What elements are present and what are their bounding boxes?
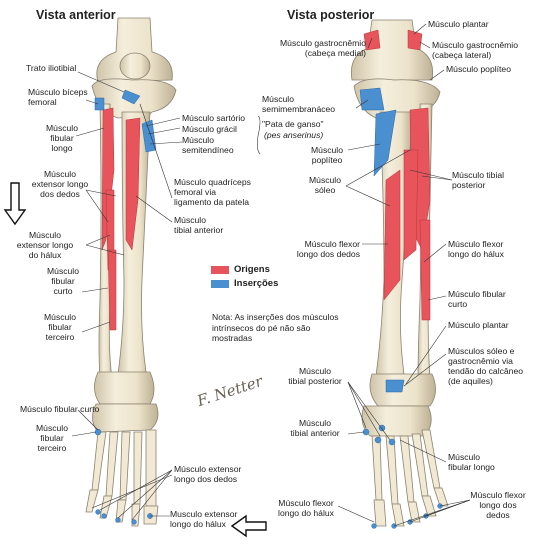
label-quadriceps-femoral: Músculo quadríceps femoral via ligamento… xyxy=(174,177,251,207)
label-semimembranaceo: Músculo semimembranáceo xyxy=(262,94,336,114)
leader-lines xyxy=(71,23,471,527)
label-gracil: Músculo grácil xyxy=(182,124,237,134)
label-extensor-longo-dedos: Músculo extensor longo dos dedos xyxy=(31,169,89,199)
legend-insertions-label: Inserções xyxy=(234,278,279,289)
label-tibial-posterior-foot: Músculo tibial posterior xyxy=(288,366,342,386)
label-fibular-curto-foot: Músculo fibular curto xyxy=(20,404,100,414)
posterior-insertions xyxy=(359,87,443,529)
legend-origins-label: Origens xyxy=(234,264,270,275)
label-popliteo: Músculo poplíteo xyxy=(311,145,343,165)
label-flexor-longo-dedos-foot: Músculo flexor longo dos dedos xyxy=(470,490,526,520)
label-fibular-longo: Músculo fibular longo xyxy=(448,452,495,472)
label-flexor-longo-dedos: Músculo flexor longo dos dedos xyxy=(296,239,360,259)
anterior-insertions xyxy=(94,89,157,525)
label-popliteo-top: Músculo poplíteo xyxy=(446,64,511,74)
label-semitendineo: Músculo semitendíneo xyxy=(182,135,234,155)
label-biceps-femoral: Músculo bíceps femoral xyxy=(28,87,88,107)
label-extensor-longo-dedos-foot: Músculo extensor longo dos dedos xyxy=(174,464,242,484)
label-soleo-gastrocnemio: Músculos sóleo e gastrocnêmio via tendão… xyxy=(448,346,524,386)
label-extensor-longo-halux: Músculo extensor longo do hálux xyxy=(16,230,74,260)
label-sartorio: Músculo sartório xyxy=(182,113,246,123)
label-fibular-terceiro-foot: Músculo fibular terceiro xyxy=(36,423,68,453)
pointer-arrow-down xyxy=(3,182,27,226)
anterior-view-title: Vista anterior xyxy=(36,8,116,22)
label-plantar-2: Músculo plantar xyxy=(448,320,509,330)
label-extensor-longo-halux-foot: Musculo extensor longo do hálux xyxy=(170,509,238,529)
label-fibular-longo: Músculo fibular longo xyxy=(46,123,78,153)
label-pes-anserinus: (pes anserinus) xyxy=(264,130,324,140)
label-fibular-terceiro: Músculo fibular terceiro xyxy=(44,312,76,342)
label-plantar: Músculo plantar xyxy=(428,19,489,29)
label-flexor-longo-halux: Músculo flexor longo do hálux xyxy=(448,239,504,259)
label-gastrocnemio-lateral: Músculo gastrocnêmio (cabeça lateral) xyxy=(432,40,518,60)
label-pata-de-ganso: "Pata de ganso" xyxy=(262,119,324,129)
pointer-arrow-left xyxy=(230,514,267,538)
label-fibular-curto: Músculo fibular curto xyxy=(47,266,79,296)
note-text: Nota: As inserções dos músculos intrínse… xyxy=(212,312,339,343)
label-flexor-longo-halux-foot: Músculo flexor longo do hálux xyxy=(278,498,334,518)
label-tibial-anterior-foot: Músculo tibial anterior xyxy=(290,418,340,438)
label-trato-iliotibial: Trato iliotibial xyxy=(26,63,77,73)
label-tibial-posterior: Músculo tibial posterior xyxy=(452,170,505,190)
legend-insertions-swatch xyxy=(211,280,229,288)
posterior-origins xyxy=(363,29,431,321)
label-tibial-anterior: Músculo tibial anterior xyxy=(174,215,224,235)
legend-origins-swatch xyxy=(211,266,229,274)
label-soleo: Músculo sóleo xyxy=(309,175,341,195)
label-fibular-curto-post: Músculo fibular curto xyxy=(448,289,506,309)
anterior-origins xyxy=(101,107,141,331)
posterior-view-title: Vista posterior xyxy=(287,8,375,22)
label-gastrocnemio-medial: Músculo gastrocnêmio (cabeça medial) xyxy=(280,38,366,58)
